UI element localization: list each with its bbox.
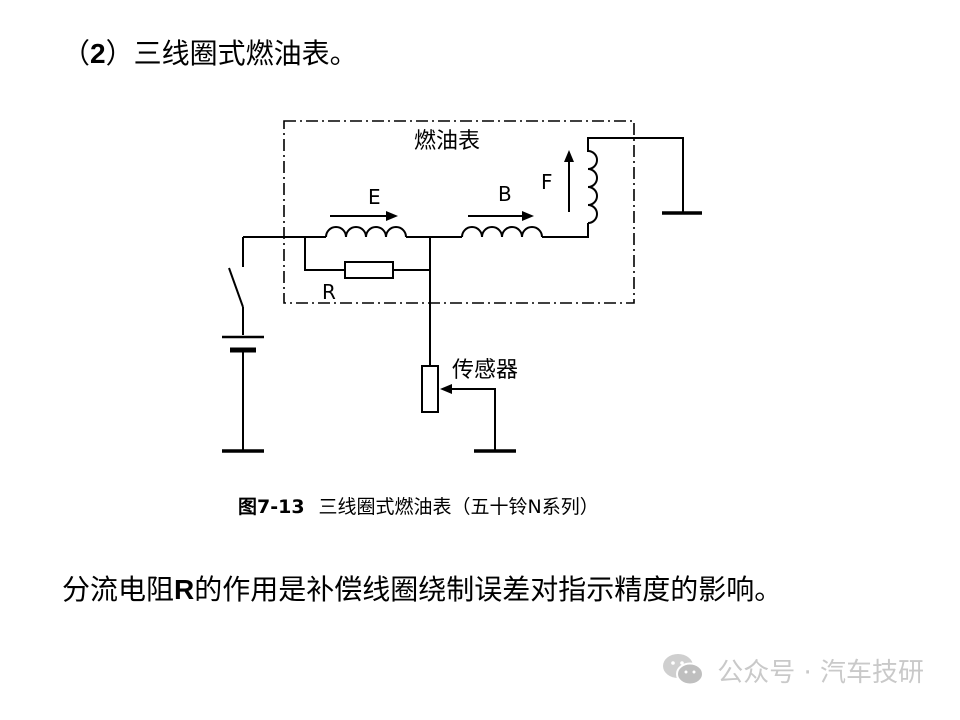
- explanation-symbol: R: [174, 574, 195, 605]
- shunt-wire: [304, 237, 430, 271]
- wire-b-to-f: [542, 223, 589, 238]
- coil-b-label: B: [498, 182, 512, 206]
- resistor-label: R: [322, 280, 336, 304]
- gauge-housing-outline: [283, 120, 635, 304]
- figure-caption: 图7-13 三线圈式燃油表（五十铃N系列）: [238, 492, 599, 522]
- explanation-text: 分流电阻R的作用是补偿线圈绕制误差对指示精度的影响。: [62, 568, 782, 612]
- coil-e-arrowhead: [386, 211, 398, 221]
- wechat-icon: [663, 654, 705, 686]
- figure-number: 图7-13: [238, 496, 305, 518]
- supply-wire: [242, 236, 326, 267]
- coil-f-arrowhead: [564, 150, 574, 162]
- coil-f: [587, 137, 684, 224]
- figure-caption-text: 三线圈式燃油表（五十铃N系列）: [318, 496, 599, 518]
- watermark-text: 公众号 · 汽车技研: [717, 657, 924, 688]
- section-heading: （2）三线圈式燃油表。: [62, 34, 358, 74]
- coil-f-label: F: [541, 170, 553, 194]
- heading-title: ）三线圈式燃油表。: [105, 37, 358, 70]
- heading-open-paren: （: [62, 37, 91, 70]
- watermark: 公众号 · 汽车技研: [661, 650, 924, 690]
- shunt-resistor: [344, 261, 394, 279]
- coil-b-arrowhead: [522, 211, 534, 221]
- sensor-label: 传感器: [452, 358, 518, 383]
- coil-b: [461, 226, 543, 238]
- ignition-switch: [228, 267, 244, 308]
- coil-e-label: E: [368, 185, 381, 209]
- explanation-after: 的作用是补偿线圈绕制误差对指示精度的影响。: [194, 573, 783, 606]
- sensor-wiper-wire: [447, 388, 496, 451]
- coil-e: [325, 226, 407, 238]
- heading-number: 2: [90, 38, 106, 69]
- explanation-before: 分流电阻: [62, 573, 175, 606]
- gauge-label: 燃油表: [414, 129, 480, 154]
- sensor-wiper-arrowhead: [440, 384, 452, 394]
- sensor-resistor: [421, 365, 439, 413]
